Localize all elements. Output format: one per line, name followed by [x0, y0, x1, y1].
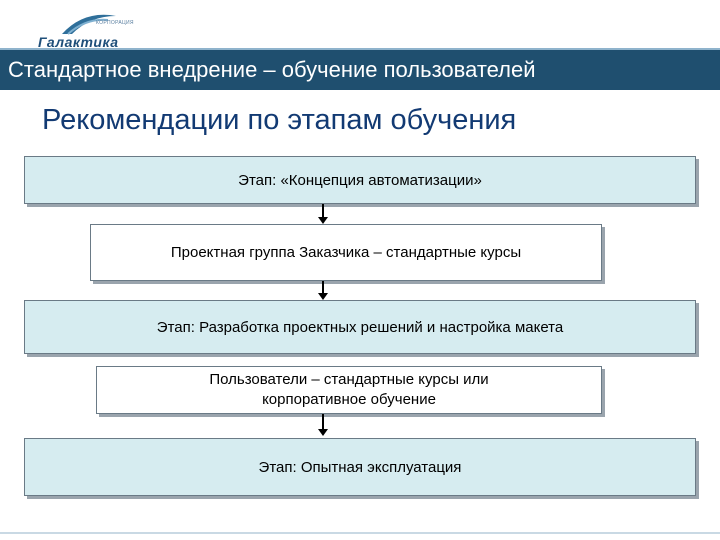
stage-pilot: Этап: Опытная эксплуатация: [24, 438, 696, 496]
stage-design: Этап: Разработка проектных решений и нас…: [24, 300, 696, 354]
note-customer-team: Проектная группа Заказчика – стандартные…: [90, 224, 602, 281]
flow-arrow: [318, 414, 328, 436]
logo-name: Галактика: [38, 34, 119, 50]
note-users-line2: корпоративное обучение: [262, 391, 436, 408]
header-bar: Стандартное внедрение – обучение пользов…: [0, 48, 720, 90]
header-title: Стандартное внедрение – обучение пользов…: [8, 57, 536, 82]
logo-subtitle: КОРПОРАЦИЯ: [96, 20, 134, 26]
note-users: Пользователи – стандартные курсы или кор…: [96, 366, 602, 414]
page-heading: Рекомендации по этапам обучения: [42, 104, 517, 136]
flow-arrow: [318, 281, 328, 300]
logo: КОРПОРАЦИЯ Галактика: [24, 8, 134, 50]
logo-swoosh-icon: [62, 14, 116, 35]
flow-arrow: [318, 204, 328, 224]
bottom-rule: [0, 532, 720, 534]
stage-concept: Этап: «Концепция автоматизации»: [24, 156, 696, 204]
note-users-line1: Пользователи – стандартные курсы или: [209, 371, 489, 388]
